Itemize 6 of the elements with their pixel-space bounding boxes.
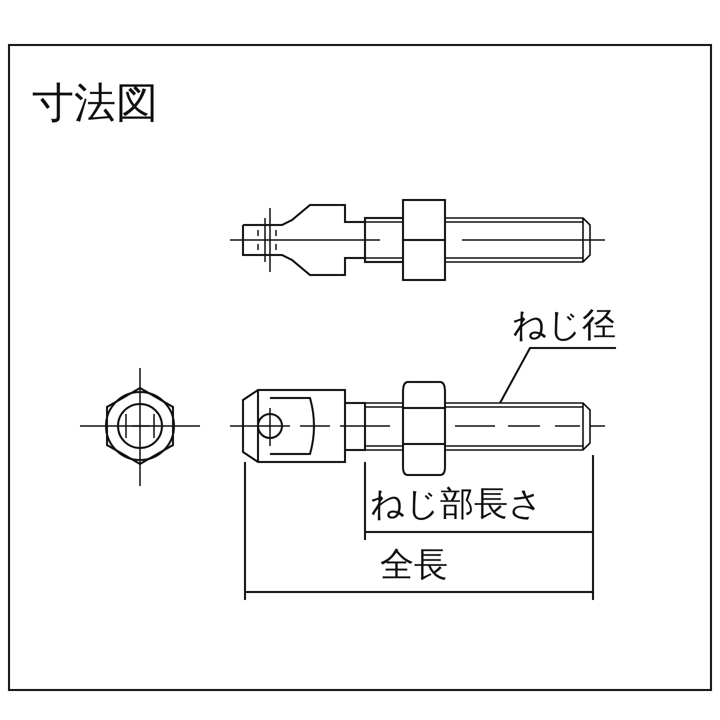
dimension-label: 全長 (380, 548, 448, 582)
threaded-shank-drawing (364, 402, 591, 451)
dimension-label: ねじ部長さ (370, 487, 543, 521)
title: 寸法図 (32, 82, 158, 124)
leader-line (499, 347, 616, 404)
dimension-label: ねじ径 (512, 308, 616, 342)
